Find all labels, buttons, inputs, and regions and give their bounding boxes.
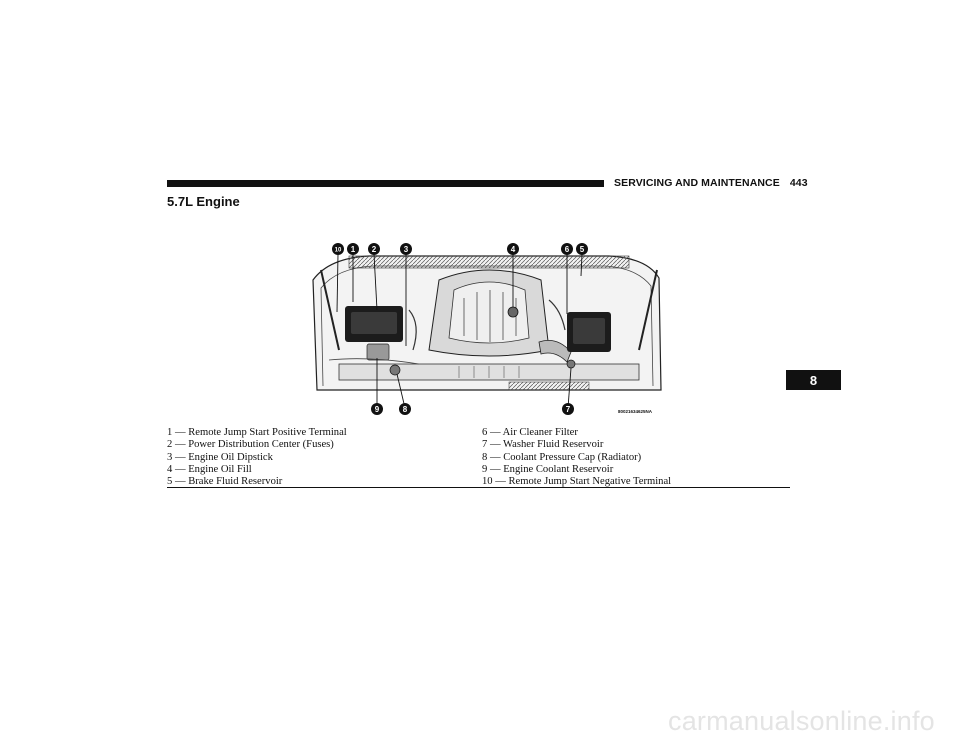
running-header: SERVICING AND MAINTENANCE 443 — [614, 177, 808, 189]
legend-item: 4 — Engine Oil Fill — [167, 463, 252, 475]
callout-10-label: 10 — [335, 248, 342, 254]
engine-compartment-figure: 10 1 2 3 4 6 5 9 8 7 80021634625NA — [309, 240, 669, 416]
legend-right: 6 — Air Cleaner Filter 7 — Washer Fluid … — [482, 427, 671, 488]
callout-1-label: 1 — [351, 245, 356, 254]
page-title: 5.7L Engine — [167, 194, 240, 209]
legend-item: 5 — Brake Fluid Reservoir — [167, 476, 283, 488]
legend-left: 1 — Remote Jump Start Positive Terminal … — [167, 427, 347, 488]
callout-9: 9 — [371, 403, 383, 415]
legend-bottom-rule — [167, 487, 790, 488]
legend-item: 7 — Washer Fluid Reservoir — [482, 439, 604, 451]
legend-item: 6 — Air Cleaner Filter — [482, 427, 578, 438]
header-rule — [167, 180, 604, 187]
legend-item: 8 — Coolant Pressure Cap (Radiator) — [482, 451, 642, 463]
callout-2-label: 2 — [372, 245, 377, 254]
legend-item: 9 — Engine Coolant Reservoir — [482, 463, 614, 475]
section-name: SERVICING AND MAINTENANCE — [614, 177, 780, 189]
callout-9-label: 9 — [375, 405, 380, 414]
page-number: 443 — [789, 177, 808, 189]
callout-10: 10 — [332, 243, 344, 255]
callout-7-label: 7 — [566, 405, 571, 414]
legend-item: 1 — Remote Jump Start Positive Terminal — [167, 427, 347, 438]
callout-7: 7 — [562, 403, 574, 415]
callout-8: 8 — [399, 403, 411, 415]
callout-3-label: 3 — [404, 245, 409, 254]
callout-5-label: 5 — [580, 245, 585, 254]
callout-6-label: 6 — [565, 245, 570, 254]
callout-6: 6 — [561, 243, 573, 255]
callout-3: 3 — [400, 243, 412, 255]
legend-item: 3 — Engine Oil Dipstick — [167, 451, 273, 463]
legend-item: 10 — Remote Jump Start Negative Terminal — [482, 476, 672, 488]
callout-4: 4 — [507, 243, 519, 255]
chapter-tab: 8 — [786, 370, 841, 390]
chapter-number: 8 — [809, 372, 818, 388]
callout-4-label: 4 — [511, 245, 516, 254]
figure-code: 80021634625NA — [618, 409, 653, 414]
legend-item: 2 — Power Distribution Center (Fuses) — [167, 439, 334, 451]
callout-5: 5 — [576, 243, 588, 255]
callout-1: 1 — [347, 243, 359, 255]
callout-8-label: 8 — [403, 405, 408, 414]
watermark: carmanualsonline.info — [668, 706, 935, 736]
callout-2: 2 — [368, 243, 380, 255]
